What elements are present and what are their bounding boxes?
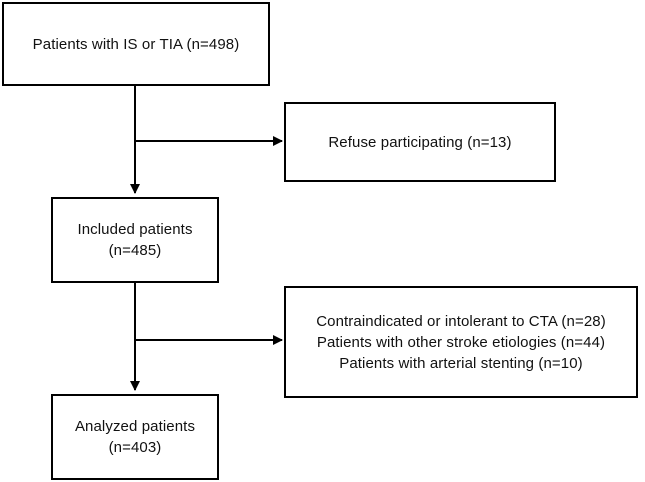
box-excluded-line-2: Patients with other stroke etiologies (n… xyxy=(316,333,606,351)
box-included: Included patients (n=485) xyxy=(51,197,219,283)
box-analyzed: Analyzed patients (n=403) xyxy=(51,394,219,480)
box-refuse-line-1: Refuse participating (n=13) xyxy=(328,133,512,151)
box-start: Patients with IS or TIA (n=498) xyxy=(2,2,270,86)
box-refuse: Refuse participating (n=13) xyxy=(284,102,556,182)
box-excluded-line-1: Contraindicated or intolerant to CTA (n=… xyxy=(316,312,606,330)
box-start-line-1: Patients with IS or TIA (n=498) xyxy=(32,35,240,53)
box-included-line-1: Included patients xyxy=(77,221,193,238)
box-analyzed-line-2: (n=403) xyxy=(108,439,162,456)
box-analyzed-line-1: Analyzed patients xyxy=(74,418,196,435)
box-excluded-line-3: Patients with arterial stenting (n=10) xyxy=(339,354,583,372)
box-included-line-2: (n=485) xyxy=(108,242,162,259)
box-excluded: Contraindicated or intolerant to CTA (n=… xyxy=(284,286,638,398)
